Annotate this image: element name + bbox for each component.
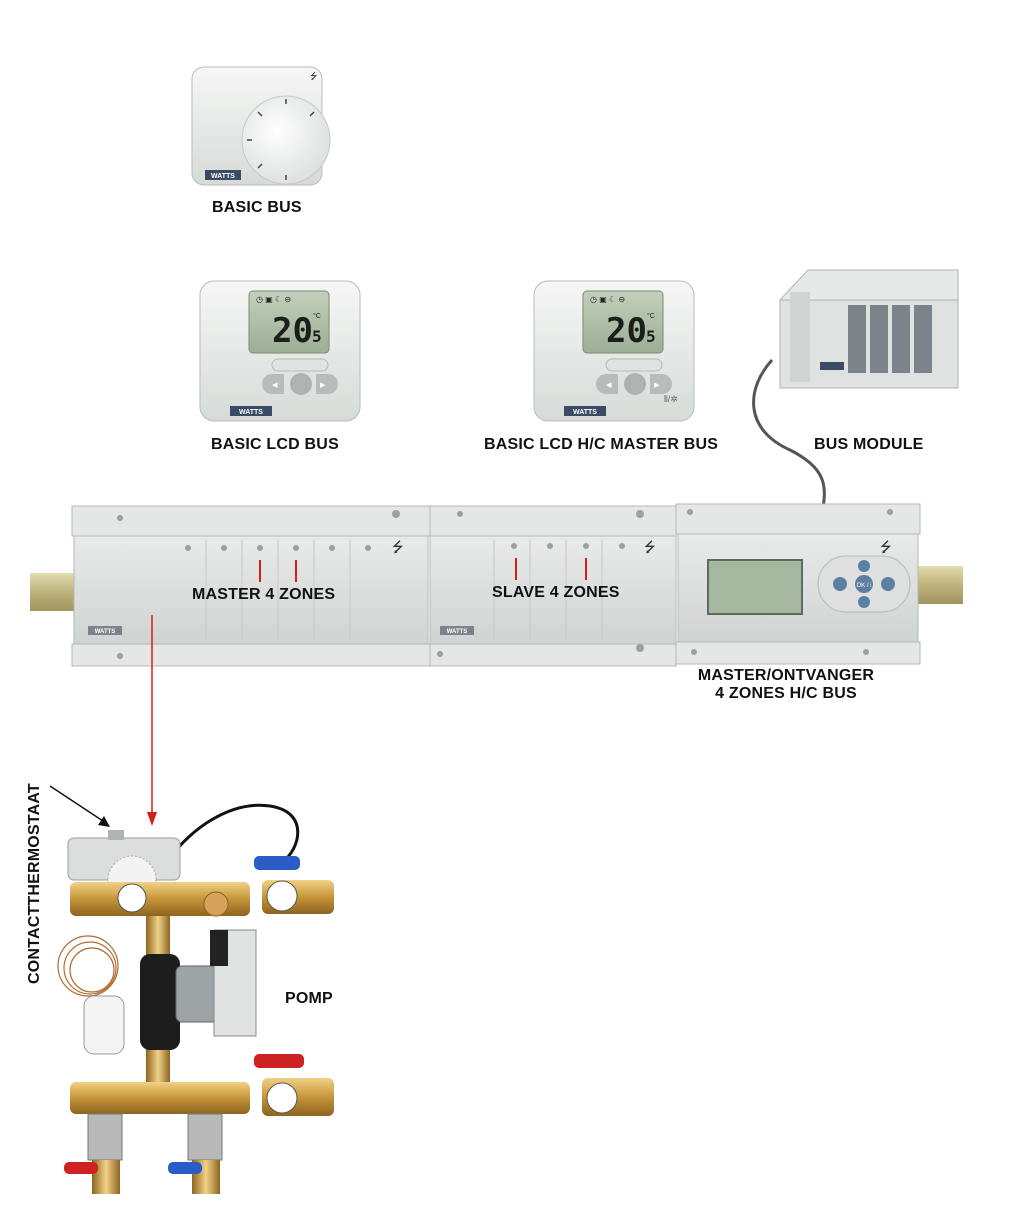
svg-text:◷ ▣ ☾ ⊖: ◷ ▣ ☾ ⊖ [256, 295, 291, 304]
pointer-arrowhead [98, 816, 110, 827]
ok-button[interactable] [855, 575, 873, 593]
red-arrowhead [147, 812, 157, 826]
top-valve-handle [254, 856, 300, 870]
top-gauge [117, 883, 147, 913]
lcd-decimal-2: 5 [646, 327, 656, 346]
brand-logo-2: WATTS [239, 409, 263, 416]
side-gauge-top [266, 880, 298, 912]
bus-cable [752, 358, 826, 511]
label-master-4-zones: MASTER 4 ZONES [192, 586, 336, 603]
thermostat-wire [168, 803, 300, 864]
brand-logo-4: WATTS [95, 629, 116, 635]
lcd-reading-1: 20 [272, 311, 313, 351]
basic-bus-thermostat: ⭍ WATTS [191, 66, 331, 186]
basic-lcd-bus-thermostat: ◷ ▣ ☾ ⊖ 20 5 °C ◂ ▸ WATTS [199, 280, 361, 422]
left-arrow-button[interactable] [833, 577, 847, 591]
din-rail-left [30, 573, 78, 611]
minus-arrow-button[interactable] [858, 596, 870, 608]
slave-4-zones-unit: ⭍ WATTS [429, 505, 677, 667]
bottom-valve-handle [254, 1054, 304, 1068]
din-rail-right [915, 566, 963, 604]
label-contactthermostaat: CONTACTTHERMOSTAAT [26, 783, 43, 984]
capillary-sensor [57, 935, 119, 997]
pump-group [57, 803, 334, 1194]
lcd-unit-2: °C [647, 312, 655, 320]
lcd-decimal-1: 5 [312, 327, 322, 346]
pump-volute [140, 954, 180, 1050]
label-master-ontvanger: MASTER/ONTVANGER 4 ZONES H/C BUS [676, 667, 896, 703]
center-button-1[interactable] [290, 373, 312, 395]
label-master-ontvanger-line1: MASTER/ONTVANGER [697, 667, 875, 684]
usb-icon-3: ⭍ [880, 539, 892, 555]
plus-arrow-button[interactable] [858, 560, 870, 572]
plus-button-1[interactable]: ▸ [316, 374, 338, 394]
bus-module-device [752, 269, 959, 511]
minus-button-2[interactable]: ◂ [596, 374, 618, 394]
pointer-line [49, 785, 107, 824]
ok-button-label: OK / i [856, 583, 871, 589]
right-arrow-button[interactable] [881, 577, 895, 591]
lcd-unit-1: °C [313, 312, 321, 320]
label-slave-4-zones: SLAVE 4 ZONES [492, 584, 620, 601]
svg-text:▸: ▸ [654, 379, 660, 391]
minus-button-1[interactable]: ◂ [262, 374, 284, 394]
brand-logo-5: WATTS [447, 629, 468, 635]
svg-text:◂: ◂ [272, 379, 278, 391]
bottom-manifold [70, 1082, 250, 1114]
brand-logo-3: WATTS [573, 409, 597, 416]
plus-button-2[interactable]: ▸ [650, 374, 672, 394]
usb-icon-1: ⭍ [392, 539, 404, 555]
master-lcd-screen [707, 559, 803, 615]
label-bus-module: BUS MODULE [814, 436, 924, 453]
label-basic-bus: BASIC BUS [212, 199, 302, 216]
thermostatic-head [83, 995, 125, 1055]
basic-lcd-hc-master-thermostat: ◷ ▣ ☾ ⊖ 20 5 °C ◂ ▸ ⫴/✲ WATTS [533, 280, 695, 422]
svg-text:▸: ▸ [320, 379, 326, 391]
bottom-right-valve-handle [168, 1162, 202, 1174]
svg-text:⭍: ⭍ [310, 71, 318, 81]
side-gauge-bottom [266, 1082, 298, 1114]
lcd-reading-2: 20 [606, 311, 647, 351]
brand-logo-1: WATTS [211, 173, 235, 180]
label-basic-lcd-bus: BASIC LCD BUS [211, 436, 339, 453]
svg-text:◷ ▣ ☾ ⊖: ◷ ▣ ☾ ⊖ [590, 295, 625, 304]
heat-cool-icon: ⫴/✲ [664, 394, 678, 404]
label-basic-lcd-hc-master-bus: BASIC LCD H/C MASTER BUS [484, 436, 719, 453]
center-button-2[interactable] [624, 373, 646, 395]
label-master-ontvanger-line2: 4 ZONES H/C BUS [715, 685, 857, 702]
usb-icon-2: ⭍ [644, 539, 656, 555]
bottom-left-valve-handle [64, 1162, 98, 1174]
master-4-zones-unit: ⭍ WATTS [71, 505, 431, 667]
svg-text:◂: ◂ [606, 379, 612, 391]
master-ontvanger-unit: OK / i ⭍ [675, 503, 921, 665]
label-pomp: POMP [285, 990, 333, 1007]
